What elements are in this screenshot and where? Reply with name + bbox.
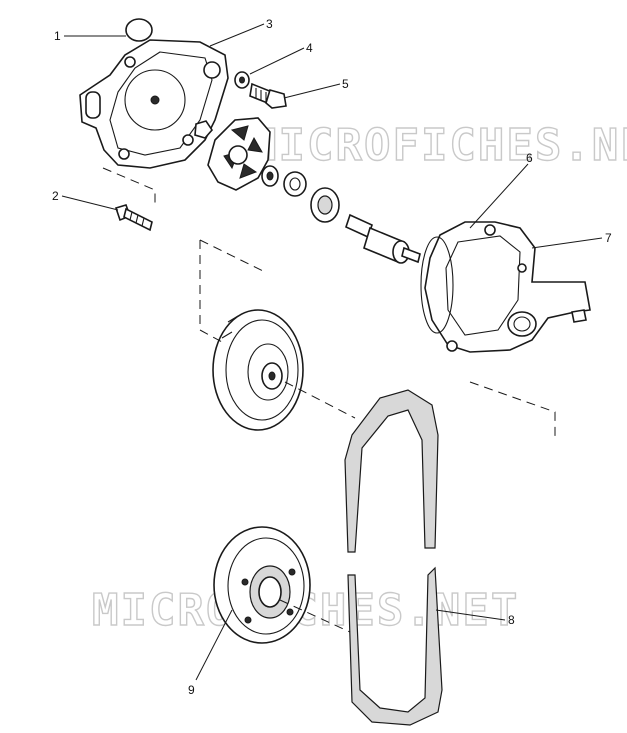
driven-pulley (212, 309, 304, 431)
pump-shaft (345, 213, 421, 264)
callout-4: 4 (306, 41, 313, 55)
alignment-lines (102, 167, 556, 633)
pump-cover-plate (79, 39, 229, 169)
pump-body (420, 221, 591, 353)
watermark-top: MICROFICHES.NET (250, 120, 627, 171)
callout-6: 6 (526, 151, 533, 165)
shaft-seals (261, 165, 340, 223)
callout-8: 8 (508, 613, 515, 627)
drive-belt (344, 389, 443, 726)
callout-9: 9 (188, 683, 195, 697)
callout-7: 7 (605, 231, 612, 245)
screw (114, 204, 153, 232)
washer (234, 71, 250, 89)
impeller (194, 117, 271, 191)
callout-labels: 1 2 3 4 5 6 7 8 9 (52, 17, 612, 697)
drive-pulley (213, 526, 311, 644)
callout-3: 3 (266, 17, 273, 31)
callout-2: 2 (52, 189, 59, 203)
bolt (249, 82, 287, 109)
callout-1: 1 (54, 29, 61, 43)
leader-lines (61, 23, 603, 681)
o-ring (125, 18, 153, 42)
callout-5: 5 (342, 77, 349, 91)
